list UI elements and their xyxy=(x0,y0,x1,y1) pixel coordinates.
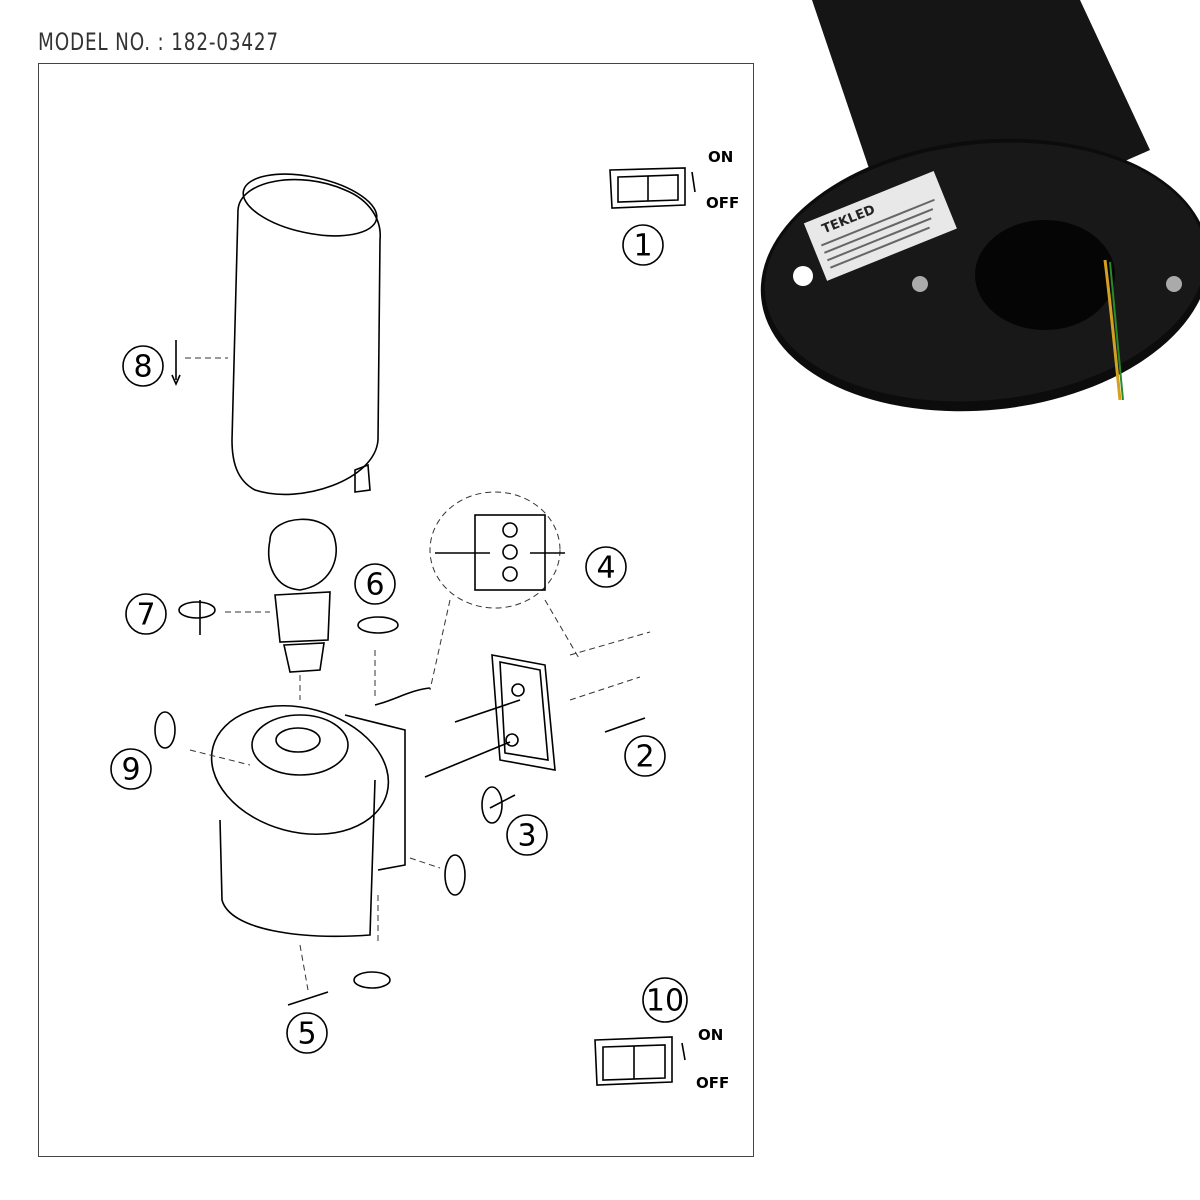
step-5: 5 xyxy=(286,1012,328,1054)
svg-text:3: 3 xyxy=(517,819,536,854)
step-7: 7 xyxy=(125,593,167,635)
svg-text:4: 4 xyxy=(596,551,615,586)
switch-on-off-top: ON OFF xyxy=(609,148,739,212)
svg-text:10: 10 xyxy=(646,984,684,1019)
switch-off-label: OFF xyxy=(696,1074,729,1092)
step-6: 6 xyxy=(354,563,396,605)
diffuser-cover xyxy=(171,173,381,496)
terminal-block-detail xyxy=(429,491,581,691)
svg-text:7: 7 xyxy=(136,598,155,633)
product-label: TEKLED xyxy=(803,170,957,281)
switch-on-label: ON xyxy=(708,148,733,166)
step-9: 9 xyxy=(110,748,152,790)
cfl-bulb xyxy=(178,518,337,700)
step-2: 2 xyxy=(624,735,666,777)
mounting-bracket xyxy=(424,631,651,824)
diagram-frame xyxy=(38,63,754,1157)
product-photo: TEKLED xyxy=(760,0,1200,412)
step-1: 1 xyxy=(622,224,664,266)
step-10: 10 xyxy=(642,977,688,1023)
svg-text:6: 6 xyxy=(365,568,384,603)
svg-text:1: 1 xyxy=(633,229,652,264)
svg-text:9: 9 xyxy=(121,753,140,788)
svg-text:2: 2 xyxy=(635,740,654,775)
model-number: MODEL NO. : 182-03427 xyxy=(38,28,279,56)
svg-text:5: 5 xyxy=(297,1017,316,1052)
switch-off-label: OFF xyxy=(706,194,739,212)
step-3: 3 xyxy=(506,814,548,856)
step-8: 8 xyxy=(122,345,164,387)
lamp-body xyxy=(154,616,466,1006)
svg-text:8: 8 xyxy=(133,350,152,385)
switch-on-off-bottom: ON OFF xyxy=(594,1026,729,1092)
step-4: 4 xyxy=(585,546,627,588)
switch-on-label: ON xyxy=(698,1026,723,1044)
